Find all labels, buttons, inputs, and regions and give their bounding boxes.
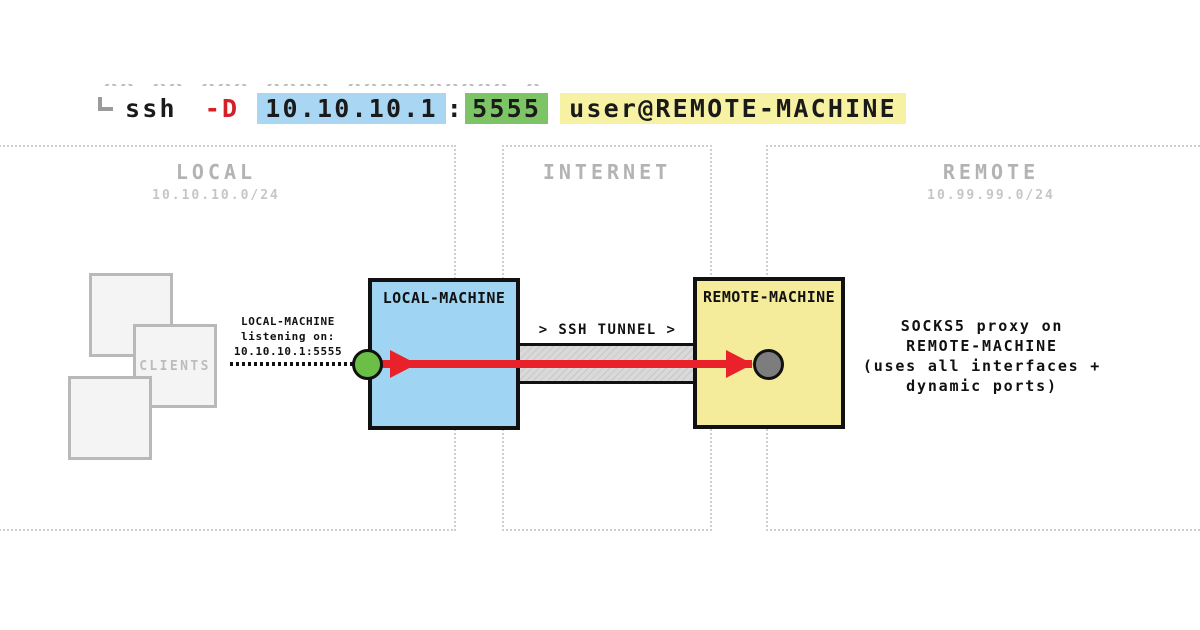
client-square: CLIENTS bbox=[133, 324, 217, 408]
prompt-corner-icon bbox=[98, 97, 113, 111]
listener-annotation: LOCAL-MACHINE listening on: 10.10.10.1:5… bbox=[213, 314, 363, 359]
command-program: ssh bbox=[125, 93, 177, 123]
listener-annotation-line: listening on: bbox=[241, 330, 335, 343]
clients-label: CLIENTS bbox=[139, 358, 211, 374]
ssh-tunnel-label: > SSH TUNNEL > bbox=[538, 322, 677, 338]
region-remote-label: REMOTE bbox=[942, 160, 1040, 184]
local-machine-label: LOCAL-MACHINE bbox=[382, 289, 506, 307]
socks-annotation-line: SOCKS5 proxy on bbox=[900, 317, 1064, 335]
listener-annotation-line: LOCAL-MACHINE bbox=[241, 315, 335, 328]
region-internet: INTERNET bbox=[502, 145, 712, 531]
socks-annotation-line: REMOTE-MACHINE bbox=[906, 337, 1058, 355]
leader-dotted-line bbox=[230, 362, 353, 366]
socks-annotation-line: dynamic ports) bbox=[906, 377, 1058, 395]
traffic-arrowhead-icon bbox=[726, 350, 753, 378]
remote-machine-label: REMOTE-MACHINE bbox=[702, 288, 836, 306]
command-target: user@REMOTE-MACHINE bbox=[560, 92, 906, 124]
ssh-command-line: ssh -D 10.10.10.1 : 5555 user@REMOTE-MAC… bbox=[96, 92, 906, 124]
command-bind-address: 10.10.10.1 bbox=[257, 92, 446, 124]
clipped-text-fragment: xx xx xxx xxxx xxxxxxxxxx x bbox=[104, 84, 574, 95]
socks-proxy-annotation: SOCKS5 proxy on REMOTE-MACHINE (uses all… bbox=[852, 316, 1112, 396]
socks-proxy-dot bbox=[753, 349, 784, 380]
command-flag-d: -D bbox=[204, 93, 240, 123]
traffic-arrowhead-icon bbox=[390, 350, 417, 378]
listening-port-dot bbox=[352, 349, 383, 380]
client-square bbox=[68, 376, 152, 460]
command-separator: : bbox=[446, 93, 465, 123]
region-local-label: LOCAL bbox=[175, 160, 257, 184]
region-remote-subnet: 10.99.99.0/24 bbox=[927, 188, 1055, 203]
command-port: 5555 bbox=[465, 92, 549, 124]
listener-annotation-line: 10.10.10.1:5555 bbox=[233, 345, 343, 358]
clipped-text: xx xx xxx xxxx xxxxxxxxxx x bbox=[104, 84, 574, 92]
traffic-arrow-line bbox=[368, 360, 752, 368]
region-local-subnet: 10.10.10.0/24 bbox=[152, 188, 280, 203]
socks-annotation-line: (uses all interfaces + bbox=[862, 357, 1102, 375]
region-internet-label: INTERNET bbox=[542, 160, 672, 184]
